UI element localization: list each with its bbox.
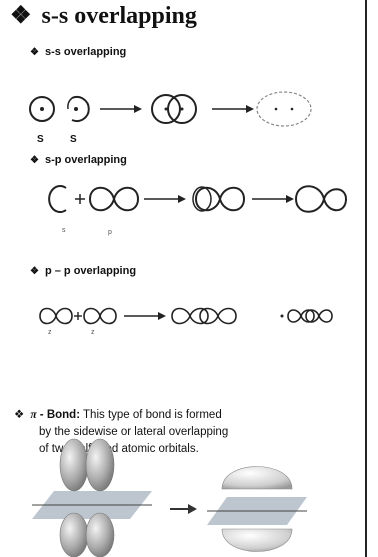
page-title: ❖ s-s overlapping (10, 2, 197, 30)
orbital-label-p: p (108, 229, 112, 236)
pi-bond-line-1: This type of bond is formed (80, 409, 222, 421)
pi-bond-line-2: by the sidewise or lateral overlapping (39, 426, 229, 438)
orbital-label-z2: z (91, 329, 95, 336)
diamond-bullet-icon: ❖ (30, 155, 39, 166)
ss-overlap-diagram (29, 91, 312, 127)
pp-heading: ❖ p – p overlapping (30, 265, 136, 277)
orbital-label-z1: z (48, 329, 52, 336)
orbital-label-s1: S (37, 134, 44, 145)
sp-heading-label: s-p overlapping (44, 154, 127, 166)
pi-bond-illustration (32, 438, 307, 557)
ss-heading-label: s-s overlapping (44, 46, 127, 58)
diamond-bullet-icon: ❖ (10, 3, 32, 29)
title-text: s-s overlapping (41, 3, 197, 29)
ss-heading: ❖ s-s overlapping (30, 46, 126, 58)
pp-overlap-diagram (39, 307, 333, 325)
pp-heading-label: p – p overlapping (44, 265, 137, 277)
sp-overlap-diagram (48, 185, 348, 213)
orbital-label-s2: S (70, 134, 77, 145)
diamond-bullet-icon: ❖ (30, 47, 39, 58)
page-border (365, 0, 367, 557)
pi-symbol: π (30, 409, 37, 421)
diamond-bullet-icon: ❖ (14, 409, 25, 421)
sp-heading: ❖ s-p overlapping (30, 154, 127, 166)
diamond-bullet-icon: ❖ (30, 266, 39, 277)
orbital-label-s: s (62, 227, 66, 234)
pi-bond-label: - Bond: (36, 409, 81, 421)
